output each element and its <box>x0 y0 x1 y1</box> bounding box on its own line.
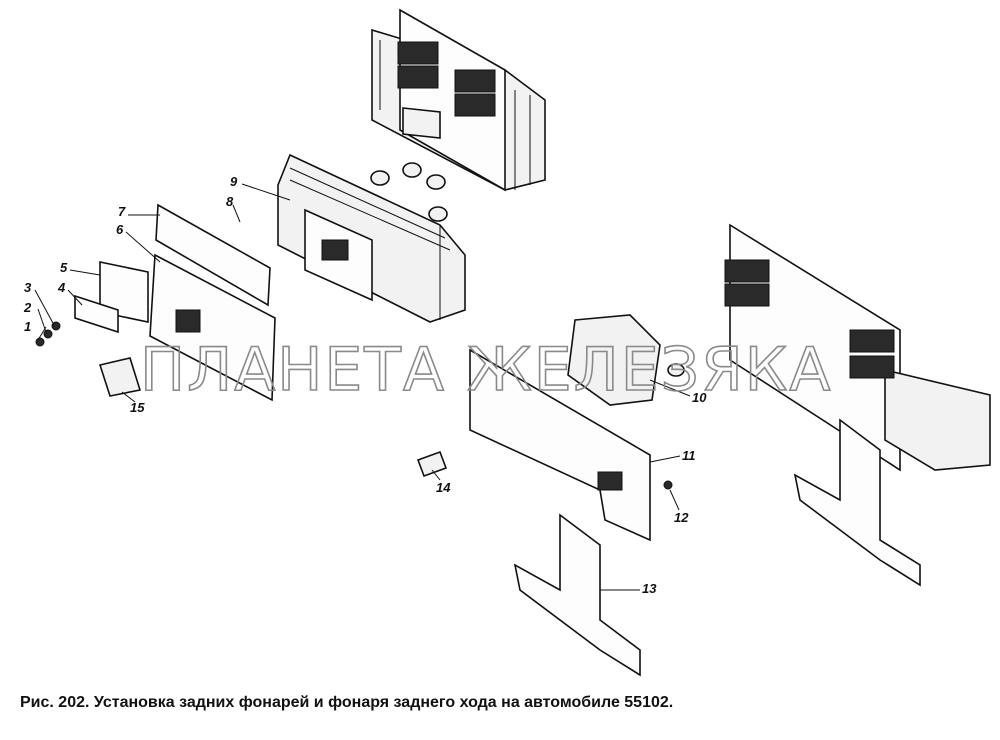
callout-2: 2 <box>23 300 32 315</box>
reversing-lamp <box>567 314 685 406</box>
callout-3: 3 <box>24 280 32 295</box>
callout-1: 1 <box>24 319 31 334</box>
callout-5: 5 <box>60 260 68 275</box>
bulbs <box>370 162 448 222</box>
watermark: ПЛАНЕТА ЖЕЛЕЗЯКА <box>140 335 832 405</box>
right-lamp-assembly <box>724 223 991 587</box>
fasteners <box>35 321 61 347</box>
callout-7: 7 <box>118 204 126 219</box>
rear-lamp-housing <box>277 153 466 323</box>
callout-4: 4 <box>57 280 66 295</box>
callout-14: 14 <box>436 480 451 495</box>
callout-8: 8 <box>226 194 234 209</box>
callout-12: 12 <box>674 510 689 525</box>
license-bracket <box>469 348 651 542</box>
mounting-plate <box>149 253 276 402</box>
figure-caption: Рис. 202. Установка задних фонарей и фон… <box>20 694 674 711</box>
top-lamp-assembly <box>371 8 546 192</box>
bolt <box>416 450 448 478</box>
leader-lines <box>34 183 691 591</box>
callout-6: 6 <box>116 222 124 237</box>
callout-10: 10 <box>692 390 707 405</box>
gasket-plate <box>155 203 271 307</box>
bracket <box>74 294 119 334</box>
pad-block <box>99 261 149 323</box>
screw <box>663 480 673 490</box>
callout-9: 9 <box>230 174 238 189</box>
callout-15: 15 <box>130 400 145 415</box>
connector <box>98 357 142 397</box>
callout-11: 11 <box>682 448 696 463</box>
stay-bracket <box>513 513 641 677</box>
callout-13: 13 <box>642 581 657 596</box>
callout-labels: 1 2 3 4 5 6 7 8 9 10 11 12 13 14 15 <box>23 174 707 596</box>
